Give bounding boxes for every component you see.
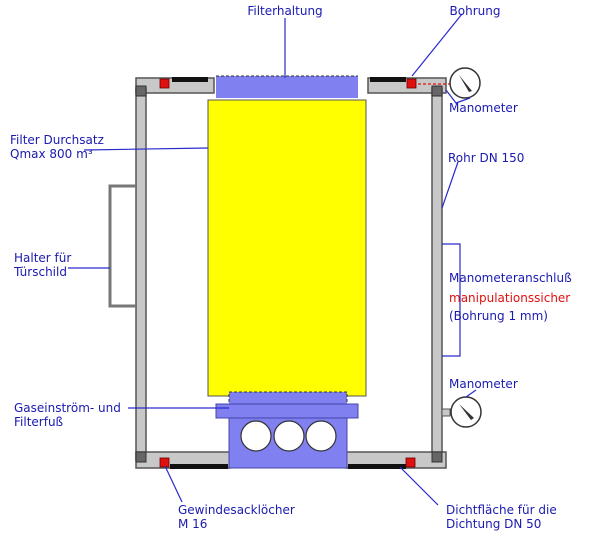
label-filter-line2: Qmax 800 m³ — [10, 147, 93, 161]
right-wall — [431, 87, 443, 461]
tapped-hole-top-left — [159, 78, 170, 89]
gas-inlet-hole — [240, 420, 272, 452]
corner-block — [431, 85, 443, 97]
label-bohrung: Bohrung — [450, 4, 501, 18]
filter-cartridge — [207, 99, 367, 397]
seal-strip-top-right — [370, 77, 406, 82]
filter-foot-upper — [228, 391, 348, 405]
tapped-hole-top-right — [406, 78, 417, 89]
label-filterhaltung: Filterhaltung — [247, 4, 322, 18]
gas-inlet-hole — [305, 420, 337, 452]
seal-strip-top-left — [172, 77, 208, 82]
label-filter-line1: Filter Durchsatz — [10, 133, 104, 147]
door-sign-holder — [108, 184, 136, 308]
label-anschluss-line2: manipulationssicher — [449, 291, 570, 305]
label-manometer-bottom: Manometer — [449, 377, 518, 391]
corner-block — [135, 451, 147, 463]
leader-manometer-bottom — [465, 389, 477, 398]
corner-block — [431, 451, 443, 463]
filter-holder-top — [216, 76, 358, 98]
tapped-hole-bottom-right — [405, 457, 416, 468]
filter-foot-plate — [215, 403, 359, 419]
leader-gewinde — [164, 465, 183, 503]
gauge-needle — [459, 404, 474, 420]
left-wall — [135, 87, 147, 461]
label-halter-line1: Halter für — [14, 251, 71, 265]
label-anschluss-line1: Manometeranschluß — [449, 271, 572, 285]
leader-rohr — [441, 161, 459, 209]
seal-strip-bottom-right — [348, 464, 406, 469]
label-gewinde-line1: Gewindesacklöcher — [178, 503, 295, 517]
label-gas-line1: Gaseinström- und — [14, 401, 121, 415]
leader-bohrung — [411, 13, 463, 77]
leader-manometer-top — [445, 89, 471, 104]
leader-filter — [83, 147, 209, 151]
label-halter-line2: Türschild — [13, 265, 67, 279]
label-gas-line2: Filterfuß — [14, 415, 64, 429]
label-manometer-top: Manometer — [449, 101, 518, 115]
leader-dicht — [399, 466, 439, 506]
label-rohr: Rohr DN 150 — [448, 151, 524, 165]
corner-block — [135, 85, 147, 97]
gauge-needle — [459, 75, 472, 92]
manometer-bottom — [441, 396, 482, 428]
label-dicht-line1: Dichtfläche für die — [446, 503, 557, 517]
leader-anschluss — [442, 243, 461, 357]
label-gewinde-line2: M 16 — [178, 517, 207, 531]
label-anschluss-line3: (Bohrung 1 mm) — [449, 309, 548, 323]
tapped-hole-bottom-left — [159, 457, 170, 468]
gas-inlet-hole — [273, 420, 305, 452]
label-dicht-line2: Dichtung DN 50 — [446, 517, 541, 531]
seal-strip-bottom-left — [170, 464, 228, 469]
manometer-top — [449, 67, 481, 99]
manometer-connector — [441, 408, 451, 417]
